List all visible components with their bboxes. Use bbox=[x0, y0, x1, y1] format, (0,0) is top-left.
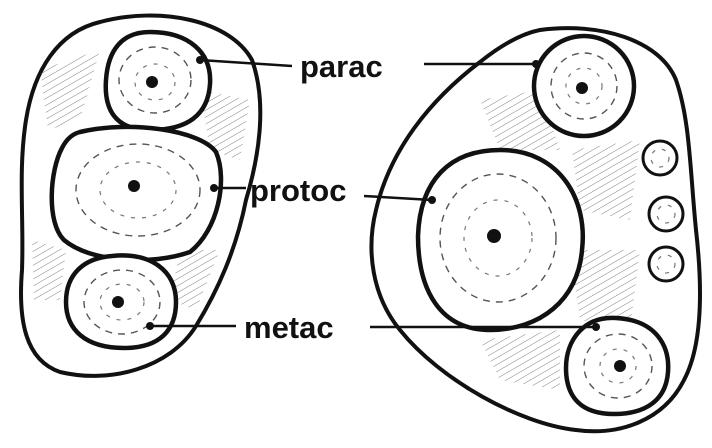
left-protocone-cusp bbox=[52, 127, 221, 260]
right-tooth bbox=[371, 28, 700, 431]
left-tooth bbox=[21, 16, 260, 376]
right-metacone-cusp bbox=[566, 318, 668, 414]
right-accessory-cusps bbox=[643, 141, 683, 281]
right-shading-bottom bbox=[480, 330, 560, 390]
left-shading-left bbox=[32, 240, 66, 300]
right-shading-mid bbox=[572, 140, 640, 220]
left-metacone-cusp bbox=[66, 255, 176, 348]
label-protoc: protoc bbox=[250, 173, 346, 208]
label-parac: parac bbox=[300, 49, 383, 84]
left-paracone-cusp bbox=[106, 32, 210, 130]
right-paracone-cusp bbox=[534, 36, 634, 136]
label-metac: metac bbox=[244, 310, 334, 345]
right-protocone-cusp bbox=[418, 150, 583, 330]
left-shading-top bbox=[40, 50, 100, 130]
